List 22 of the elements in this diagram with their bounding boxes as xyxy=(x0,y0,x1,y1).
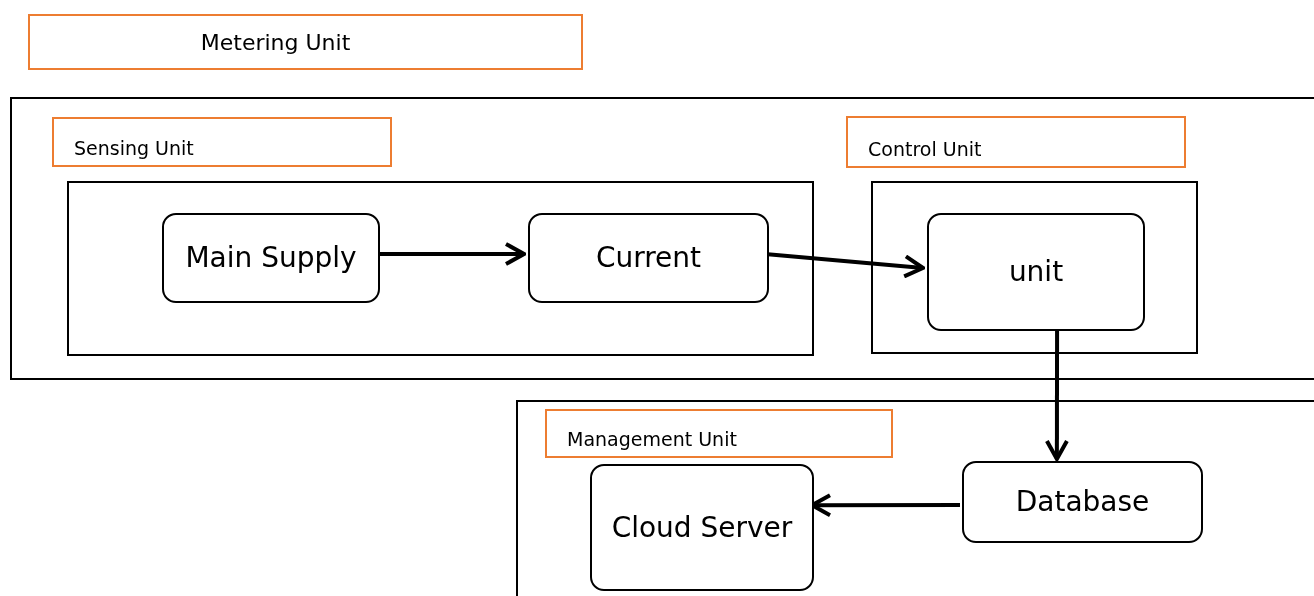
node-text: Management Unit xyxy=(567,428,737,450)
node-text: Cloud Server xyxy=(611,509,793,546)
node-text: Current xyxy=(595,240,702,277)
container-frame xyxy=(871,181,1198,354)
node-text: Control Unit xyxy=(868,138,982,160)
container-frame xyxy=(516,400,1314,596)
process-box xyxy=(927,213,1145,331)
section-label xyxy=(545,409,893,458)
section-label xyxy=(846,116,1186,168)
section-label xyxy=(52,117,392,167)
node-text: Database xyxy=(1015,484,1150,521)
node-text: Sensing Unit xyxy=(74,137,194,159)
node-text: Metering Unit xyxy=(200,29,351,55)
container-frame xyxy=(10,97,1314,380)
process-box xyxy=(590,464,814,591)
process-box xyxy=(162,213,380,303)
node-text: unit xyxy=(1008,254,1064,291)
container-frame xyxy=(67,181,814,356)
process-box xyxy=(962,461,1203,543)
heading-label xyxy=(28,14,583,70)
process-box xyxy=(528,213,769,303)
node-text: Main Supply xyxy=(185,240,357,277)
